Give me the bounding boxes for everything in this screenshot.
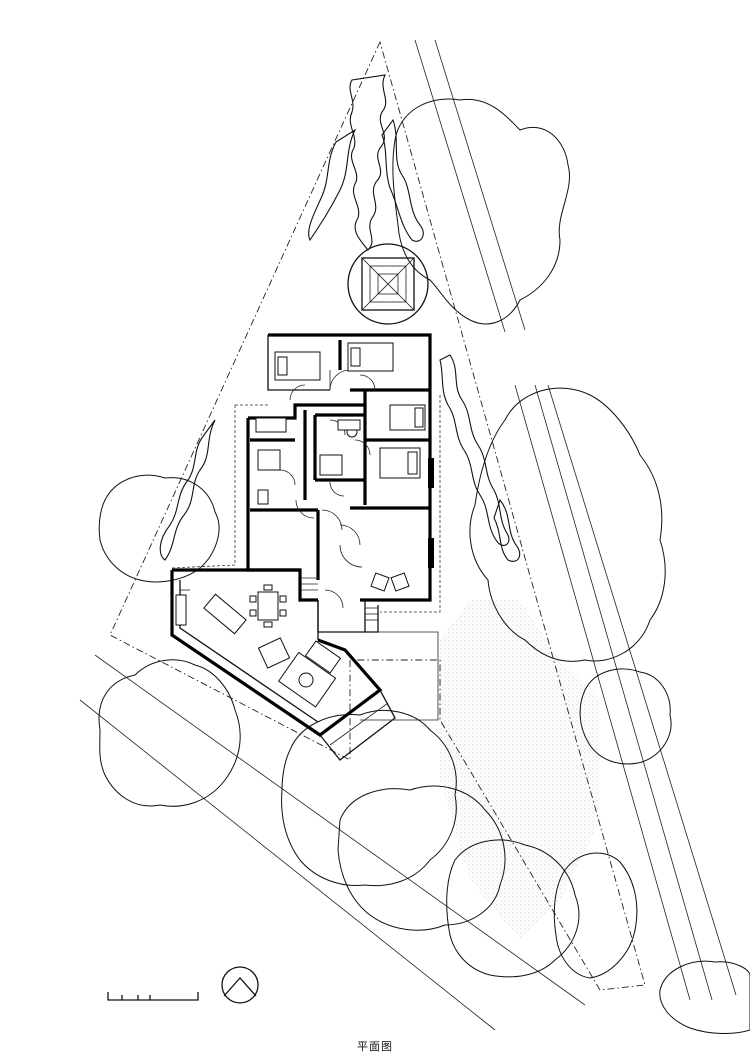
drawing-caption: 平面图 [357,1040,393,1053]
road-edge-lines [414,39,737,1001]
furniture [175,342,426,708]
roof-eave-lines [171,395,441,613]
street-lines [79,654,586,1031]
shrub-hedges [159,74,521,562]
scale-bar [107,992,199,1001]
tree-canopies [98,98,750,1034]
door-swings [279,369,376,609]
property-boundary [109,40,646,991]
garage-outline [360,631,439,721]
north-arrow-icon [221,966,259,1004]
pavilion-roof-symbol [347,243,429,325]
gravel-area [440,600,600,940]
